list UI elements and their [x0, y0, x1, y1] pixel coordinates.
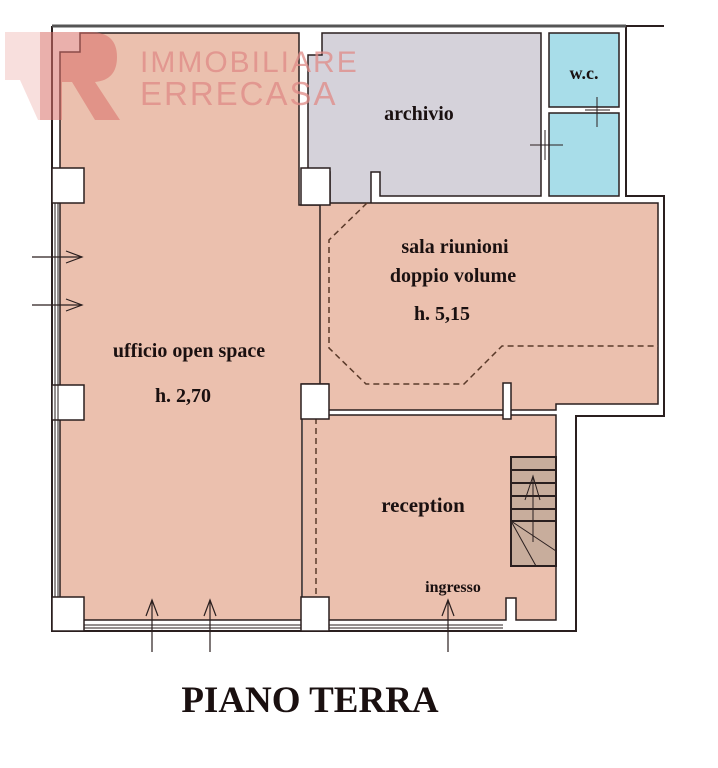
page-title: PIANO TERRA — [181, 680, 439, 721]
columns — [51, 167, 512, 632]
label-ingresso: ingresso — [425, 579, 481, 596]
label-archivio: archivio — [384, 103, 454, 125]
door-marks — [530, 97, 610, 160]
entry-arrows — [32, 250, 455, 652]
label-wc: w.c. — [570, 63, 599, 83]
staircase[interactable] — [510, 456, 557, 567]
windows — [54, 203, 503, 629]
label-ufficio-height: h. 2,70 — [155, 385, 211, 407]
label-sala-line1: sala riunioni — [401, 236, 509, 258]
room-sala-riunioni[interactable] — [319, 202, 659, 411]
watermark-logo-icon — [5, 32, 120, 120]
watermark-line1: IMMOBILIARE — [140, 46, 359, 79]
watermark-line2: ERRECASA — [140, 75, 338, 112]
double-height-outline — [328, 202, 658, 385]
room-wc-antibagno[interactable] — [548, 112, 620, 197]
label-reception: reception — [381, 493, 465, 517]
room-wc[interactable] — [548, 32, 620, 108]
room-ufficio-open-space[interactable] — [59, 32, 331, 621]
label-sala-height: h. 5,15 — [414, 303, 470, 325]
label-ufficio: ufficio open space — [113, 340, 265, 362]
label-sala-line2: doppio volume — [390, 265, 516, 287]
